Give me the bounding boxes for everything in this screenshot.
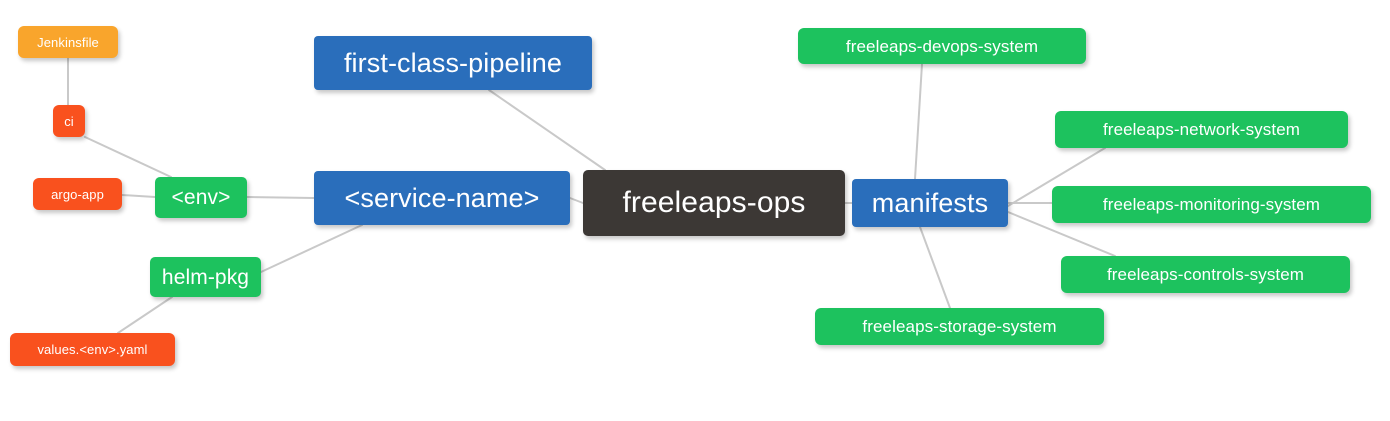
node-label: helm-pkg [161,265,250,289]
node-ci[interactable]: ci [53,105,85,137]
node-freeleaps-ops[interactable]: freeleaps-ops [583,170,845,236]
node-label: freeleaps-storage-system [862,317,1057,336]
edge-manifests-to-freeleaps-storage-system [919,226,951,309]
node-freeleaps-controls-system[interactable]: freeleaps-controls-system [1061,256,1350,293]
node-label: manifests [871,187,989,218]
node-label: <service-name> [344,182,540,213]
node-helm-pkg[interactable]: helm-pkg [150,257,261,297]
edge-service-name-to-helm-pkg [260,224,363,273]
node-label: freeleaps-monitoring-system [1102,195,1321,214]
edge-service-name-to-env [246,196,315,199]
node-label: first-class-pipeline [343,47,563,78]
edge-manifests-to-freeleaps-devops-system [914,63,923,180]
edge-env-to-argo-app [121,194,156,198]
node-values-env-yaml[interactable]: values.<env>.yaml [10,333,175,366]
edge-freeleaps-ops-to-service-name [569,197,584,204]
node-label: values.<env>.yaml [37,342,148,357]
node-label: freeleaps-network-system [1102,120,1301,139]
node-first-class-pipeline[interactable]: first-class-pipeline [314,36,592,90]
node-label: freeleaps-ops [622,186,806,219]
node-manifests[interactable]: manifests [852,179,1008,227]
node-label: Jenkinsfile [37,34,99,50]
node-freeleaps-monitoring-system[interactable]: freeleaps-monitoring-system [1052,186,1371,223]
edge-freeleaps-ops-to-first-class-pipeline [488,89,606,171]
node-freeleaps-network-system[interactable]: freeleaps-network-system [1055,111,1348,148]
edge-helm-pkg-to-values-env-yaml [117,296,173,334]
node-label: <env> [171,186,231,209]
node-label: freeleaps-devops-system [845,36,1039,56]
edge-env-to-ci [84,136,172,178]
node-argo-app[interactable]: argo-app [33,178,122,210]
node-service-name[interactable]: <service-name> [314,171,570,225]
node-freeleaps-devops-system[interactable]: freeleaps-devops-system [798,28,1086,64]
node-freeleaps-storage-system[interactable]: freeleaps-storage-system [815,308,1104,345]
node-jenkinsfile[interactable]: Jenkinsfile [18,26,118,58]
node-label: ci [64,113,74,129]
node-env[interactable]: <env> [155,177,247,218]
node-label: argo-app [51,186,104,202]
node-label: freeleaps-controls-system [1106,265,1305,284]
